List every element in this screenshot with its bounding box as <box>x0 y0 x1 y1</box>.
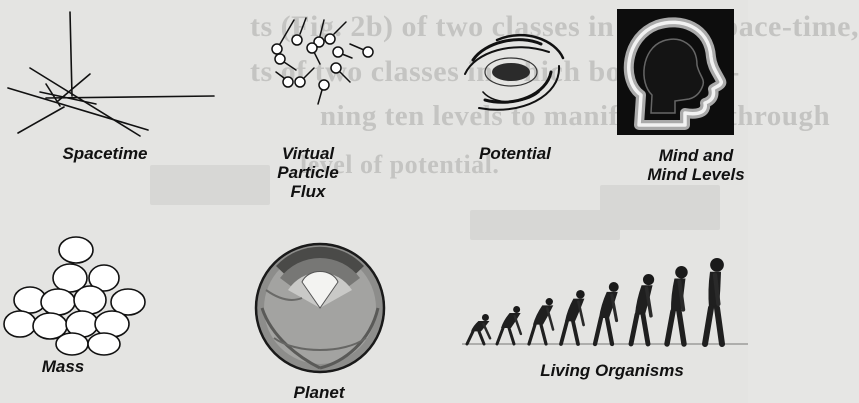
caption-line: Mind and <box>658 146 734 165</box>
organism-figure <box>628 274 655 347</box>
background-box <box>150 165 270 205</box>
caption-potential: Potential <box>479 144 551 163</box>
caption-virtual-particle-flux: Virtual Particle Flux <box>268 144 348 201</box>
caption-mind: Mind and Mind Levels <box>636 146 756 184</box>
caption-line: Virtual <box>281 144 335 163</box>
caption-living-organisms: Living Organisms <box>540 361 684 380</box>
organism-figure <box>592 282 619 347</box>
spacetime-diagram <box>0 8 230 138</box>
organism-figure <box>527 298 555 346</box>
background-text-line-3: ning ten levels to manifestation through <box>320 100 831 132</box>
caption-spacetime: Spacetime <box>62 144 148 163</box>
organism-figure <box>701 258 726 348</box>
mass-diagram <box>0 230 160 360</box>
potential-diagram <box>455 22 570 122</box>
background-box <box>470 210 620 240</box>
background-text-line-4: level of potential. <box>300 150 500 179</box>
caption-line: Mind Levels <box>647 165 745 184</box>
living-organisms-diagram <box>462 252 748 352</box>
planet-diagram <box>252 238 388 378</box>
caption-line: Particle <box>277 163 339 182</box>
organism-figure <box>495 306 523 346</box>
caption-mass: Mass <box>41 357 85 376</box>
virtual-particle-flux-diagram <box>262 14 392 114</box>
organism-figure <box>664 266 688 347</box>
organism-figure <box>559 290 585 346</box>
figure-page: ts (Fig. 2b) of two classes in which spa… <box>0 8 859 402</box>
mind-diagram <box>617 9 734 135</box>
background-box <box>600 185 720 230</box>
caption-planet: Planet <box>293 383 345 402</box>
organism-figure <box>465 314 492 346</box>
background-text-line-1: ts (Fig. 2b) of two classes in which spa… <box>250 10 859 43</box>
caption-line: Flux <box>290 182 326 201</box>
